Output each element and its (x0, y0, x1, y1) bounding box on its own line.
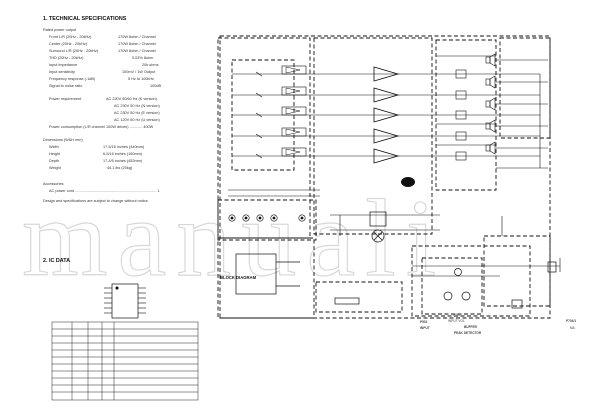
power-requirement-value: AC 220V 50/60 Hz (K version) (106, 97, 157, 101)
dimension-value: 17-4/5 inches (452mm) (103, 159, 143, 163)
spec-value: 170W 8ohm / Channel (118, 42, 156, 46)
input-detector-block (411, 245, 531, 317)
spec-label: Signal to noise ratio (49, 84, 83, 88)
spec-label: Frequency response (-1dB) (49, 77, 96, 81)
regulator-block (315, 281, 403, 313)
dimensions-heading: Dimensions (W&H mm) (43, 138, 83, 142)
power-supply-block (217, 237, 315, 319)
dimension-label: Depth (49, 159, 60, 163)
spec-value: 100mV / 1W Output (122, 70, 156, 74)
block-diagram-title: BLOCK DIAGRAM (220, 275, 257, 280)
dimension-value: 6-5/16 inches (160mm) (103, 152, 143, 156)
dimension-label: Width (49, 145, 59, 149)
spec-label: Input impedance (49, 63, 78, 67)
power-requirement-value: AC 230V 50 Hz (N version) (114, 104, 160, 108)
spec-value: 20k ohms (142, 63, 159, 67)
buffer-label: BUFFER (464, 325, 477, 329)
spec-label: Center (20Hz - 20kHz) (49, 42, 87, 46)
power-requirement-value: AC 120V 60 Hz (U version) (114, 118, 160, 122)
volume-control-block (217, 199, 317, 241)
connector-p502-sub: INPUT VOL (448, 319, 465, 323)
dimension-value: 17-5/16 inches (440mm) (103, 145, 145, 149)
spec-value: 5 Hz to 100kHz (128, 77, 154, 81)
terminal-block (499, 37, 551, 139)
ic-chip-drawing (104, 283, 146, 319)
peak-detector-block (483, 235, 551, 307)
section-title-specs: 1. TECHNICAL SPECIFICATIONS (43, 16, 127, 22)
connector-p502-label: P502 (453, 313, 461, 317)
dimension-label: Weight (49, 166, 61, 170)
spec-label: Front L/R (20Hz - 20kHz) (49, 35, 92, 39)
rated-power-heading: Rated power output (43, 28, 77, 32)
connector-p704-label: P704/1 (566, 319, 577, 323)
connector-p704-sub: MA (570, 326, 575, 330)
spec-value: 100dB (150, 84, 161, 88)
power-requirement-value: AC 230V 50 Hz (E version) (114, 111, 160, 115)
power-consumption: Power consumption (L/R channel 100W driv… (49, 125, 154, 129)
peak-detector-label: PEAK DETECTOR (454, 331, 482, 335)
input-board-block (217, 37, 311, 239)
spec-label: THD (20Hz - 20kHz) (49, 56, 84, 60)
connector-p501-label: P501 (420, 320, 428, 324)
connector-p501-sub: INPUT (420, 326, 430, 330)
outer-chassis-frame (219, 35, 551, 319)
spec-label: Input sensitivity (49, 70, 75, 74)
disclaimer: Design and specifications are subject to… (43, 199, 149, 203)
dimension-label: Height (49, 152, 60, 156)
dimension-value: 44.1 lbs (20kg) (107, 166, 133, 170)
accessories-heading: Accessories (43, 182, 64, 186)
spec-value: 0.03% 8ohm (132, 56, 154, 60)
section-title-ic-data: 2. IC DATA (43, 258, 71, 264)
accessories-item: AC power cord ..........................… (49, 189, 160, 193)
power-requirement-label: Power requirement (49, 97, 82, 101)
spec-label: Surround L/R (20Hz - 20kHz) (49, 49, 99, 53)
ic-data-table (51, 321, 199, 401)
spec-value: 170W 8ohm / Channel (118, 35, 156, 39)
spec-value: 170W 8ohm / Channel (118, 49, 156, 53)
